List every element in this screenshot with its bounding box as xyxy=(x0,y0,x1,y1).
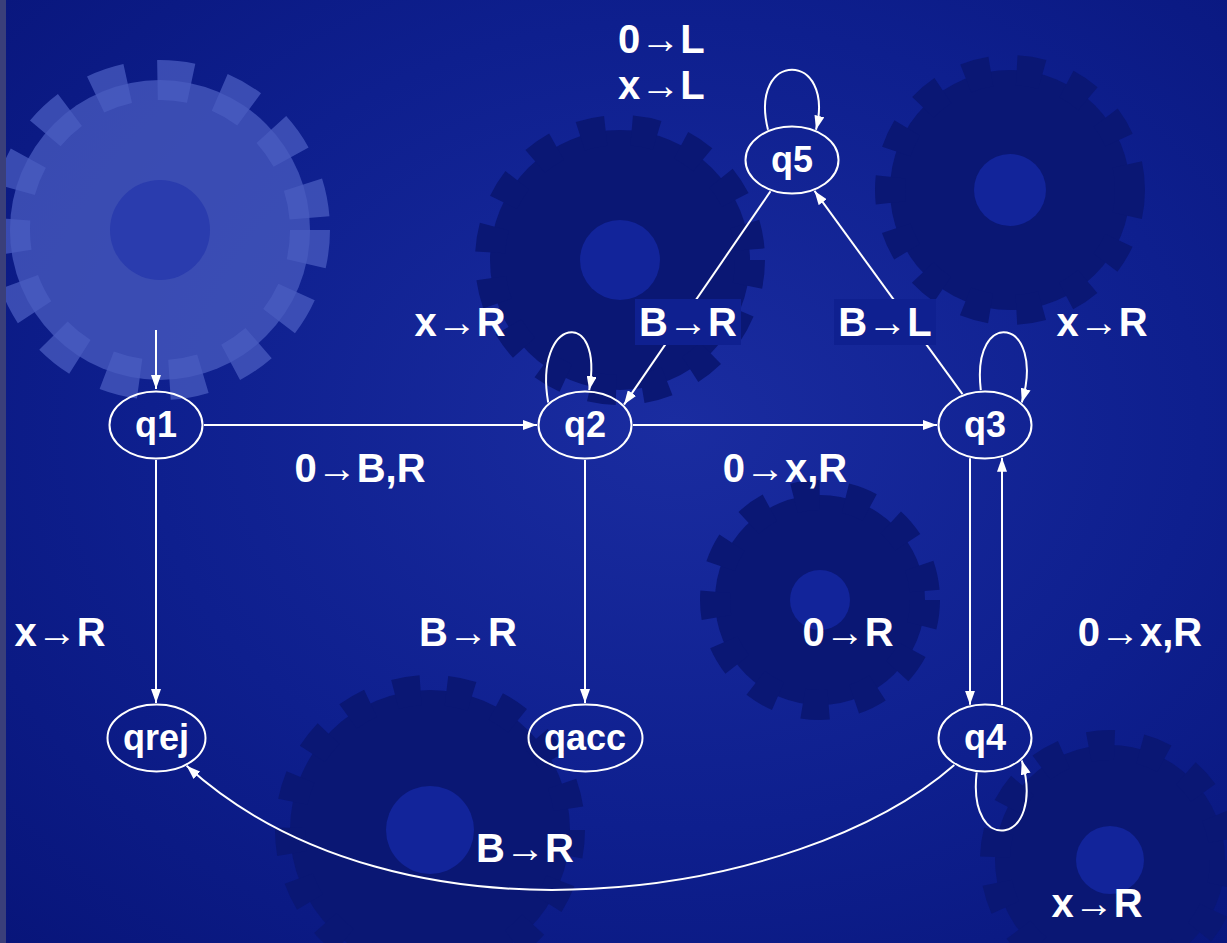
state-name: q2 xyxy=(564,405,606,445)
transition-label: B→R xyxy=(635,299,741,345)
state-ellipse xyxy=(110,392,203,459)
state-circle: q2 xyxy=(537,390,633,460)
state-circle: q5 xyxy=(744,125,840,195)
transition-arrow xyxy=(1001,458,1003,706)
state-circle: q4 xyxy=(937,703,1033,773)
transition-label: 0→L x→L xyxy=(618,16,718,108)
state-name: q5 xyxy=(771,140,813,180)
transition-label: 0→x,R xyxy=(1078,609,1203,655)
light-gear xyxy=(10,80,310,380)
transition-label: x→R xyxy=(1056,299,1147,345)
state-name: q4 xyxy=(964,718,1006,758)
transition-label: B→R xyxy=(419,609,517,655)
state-ellipse xyxy=(746,127,839,194)
state-ellipse xyxy=(939,705,1032,772)
state-circle: qrej xyxy=(106,703,207,773)
state-ellipse xyxy=(939,392,1032,459)
transition-arrow xyxy=(765,70,819,130)
transition-label: B→L xyxy=(834,299,935,345)
transition-arrow xyxy=(815,191,963,394)
transition-arrow xyxy=(584,460,586,703)
transition-arrow xyxy=(633,424,937,426)
transition-label: x→R xyxy=(14,609,105,655)
transition-label: 0→x,R xyxy=(723,445,848,491)
state-ellipse xyxy=(107,705,205,772)
transition-label: x→R xyxy=(1051,880,1142,926)
state-ellipse xyxy=(539,392,632,459)
transition-arrow xyxy=(969,458,971,705)
state-ellipse xyxy=(528,705,642,772)
state-circle: qacc xyxy=(527,703,644,773)
gear-hole xyxy=(386,154,1144,894)
transition-label: x→R xyxy=(414,299,505,345)
transition-label: 0→R xyxy=(802,609,893,655)
start-arrow xyxy=(155,330,157,389)
state-circle: q1 xyxy=(108,390,204,460)
transition-arrow xyxy=(204,424,537,426)
state-name: q3 xyxy=(964,405,1006,445)
state-circle: q3 xyxy=(937,390,1033,460)
transition-label: B→R xyxy=(476,825,574,871)
transition-arrow xyxy=(187,765,955,890)
edge-strip xyxy=(0,0,6,943)
transition-arrow xyxy=(155,460,157,703)
gear-shape xyxy=(290,70,1225,943)
state-name: q1 xyxy=(135,405,177,445)
light-gear-hole xyxy=(110,180,210,280)
transition-arrow xyxy=(624,191,771,404)
transition-label: 0→B,R xyxy=(294,445,425,491)
state-name: qacc xyxy=(544,718,626,758)
state-name: qrej xyxy=(123,718,189,758)
